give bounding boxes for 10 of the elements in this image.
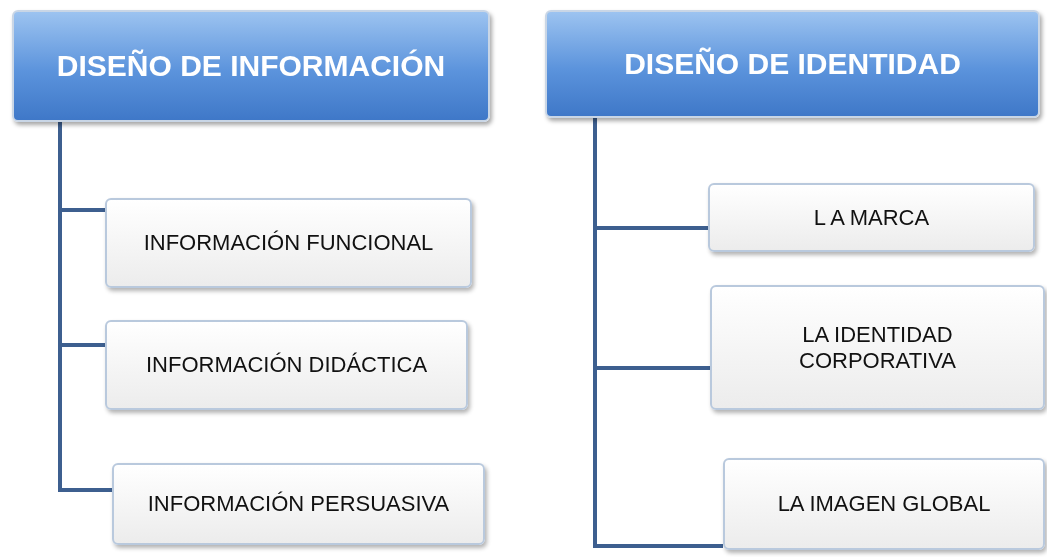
header-box: DISEÑO DE IDENTIDAD xyxy=(545,10,1040,118)
topic-box: LA IDENTIDAD CORPORATIVA xyxy=(710,285,1045,410)
topic-box: INFORMACIÓN PERSUASIVA xyxy=(112,463,485,545)
header-box: DISEÑO DE INFORMACIÓN xyxy=(12,10,490,122)
connector-line xyxy=(593,118,723,548)
connector-line xyxy=(58,122,112,492)
topic-box: INFORMACIÓN FUNCIONAL xyxy=(105,198,472,288)
topic-box: INFORMACIÓN DIDÁCTICA xyxy=(105,320,468,410)
topic-box: L A MARCA xyxy=(708,183,1035,252)
topic-box: LA IMAGEN GLOBAL xyxy=(723,458,1045,550)
